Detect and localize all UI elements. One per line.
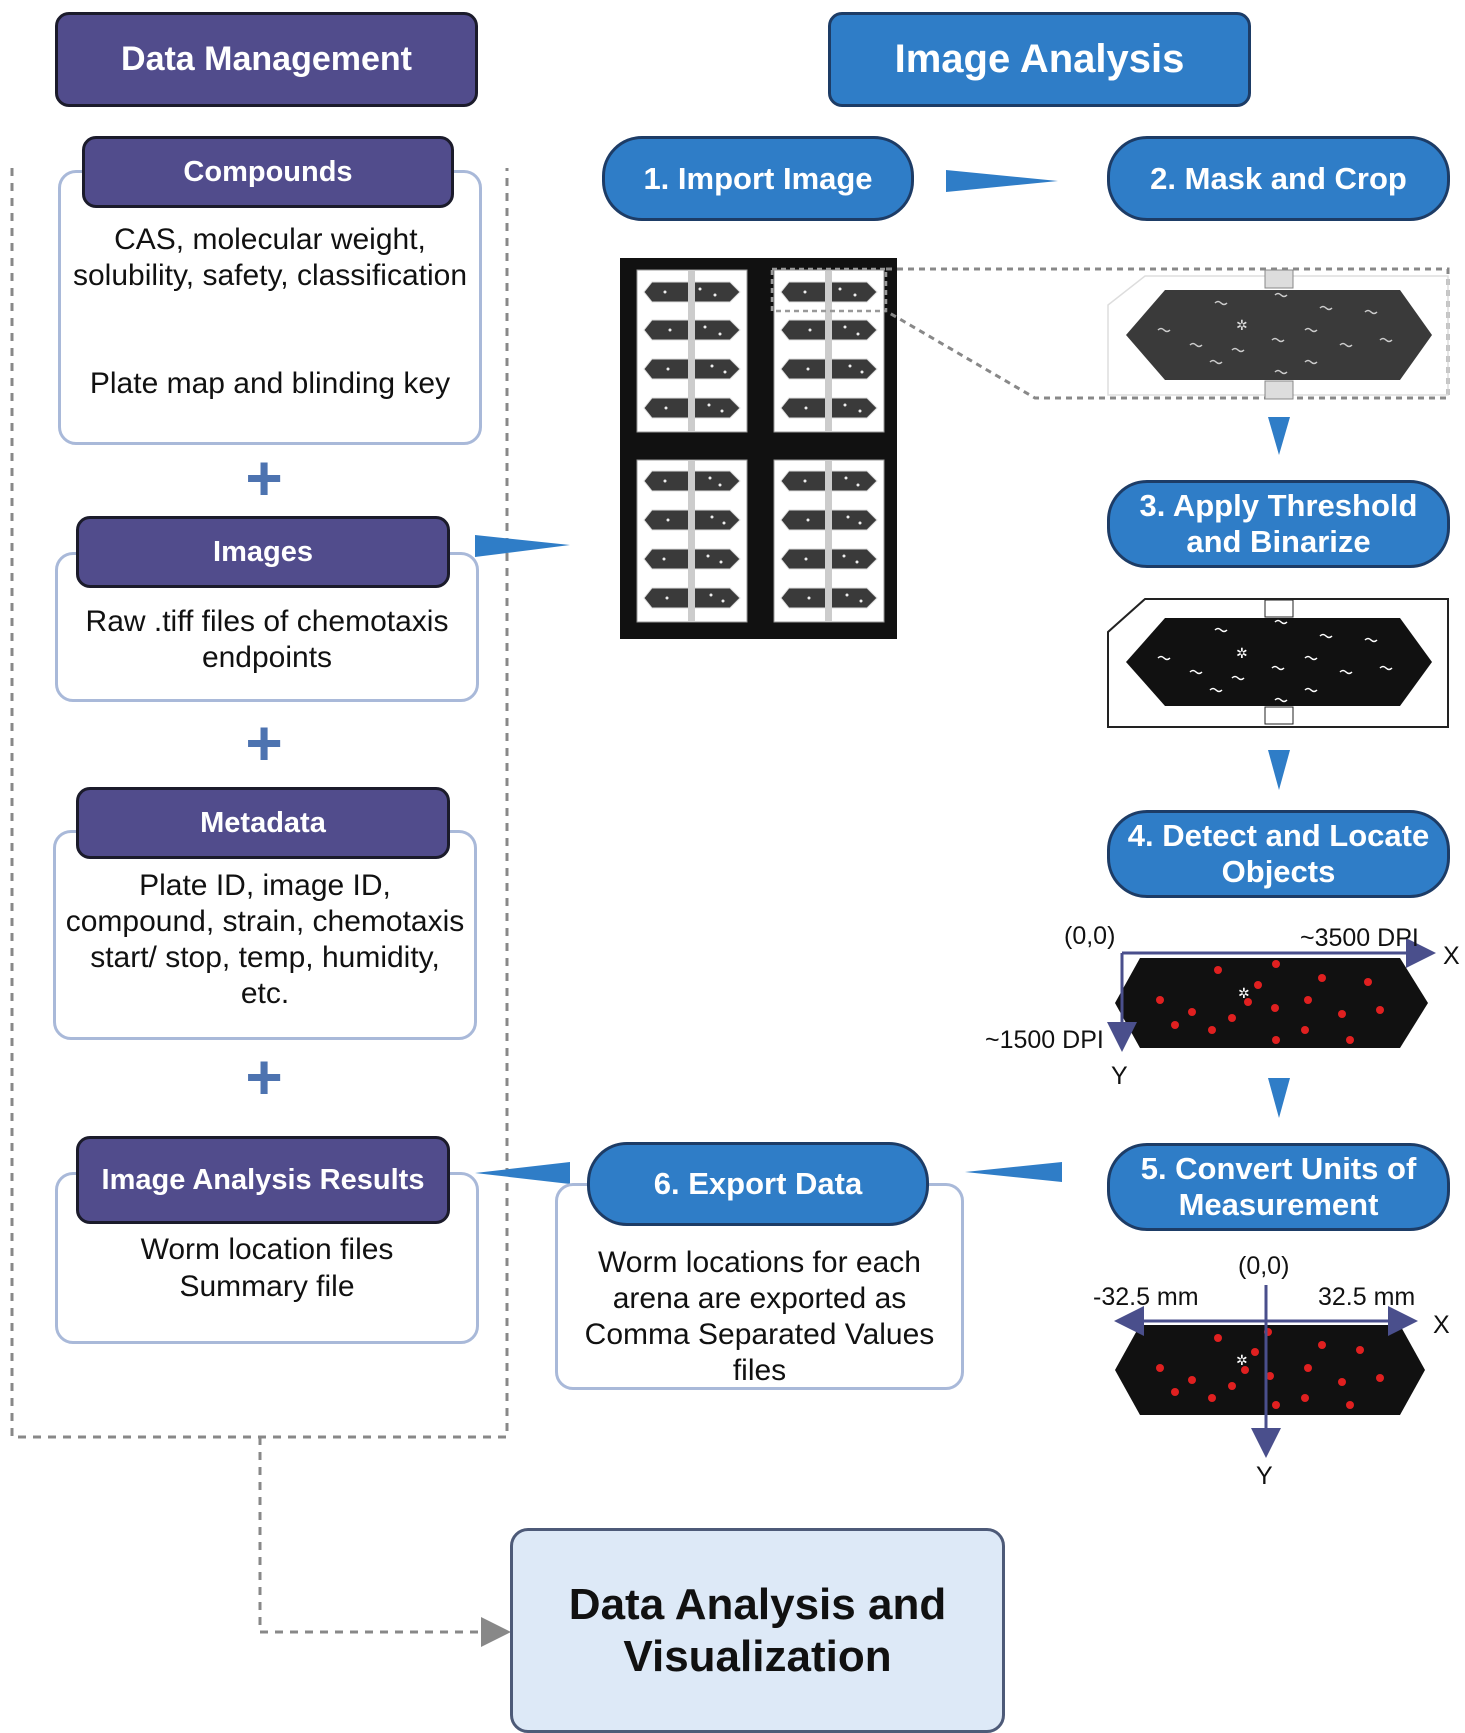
detected-objects-image: ✲ <box>1107 938 1436 1052</box>
data-management-header: Data Management <box>55 12 478 107</box>
down-arrow-2 <box>1268 750 1290 790</box>
svg-text:✲: ✲ <box>1236 1353 1248 1369</box>
import-to-mask-arrow <box>946 170 1058 192</box>
step-threshold: 3. Apply Threshold and Binarize <box>1107 480 1450 568</box>
metadata-title: Metadata <box>76 787 450 859</box>
y-dpi-label: ~1500 DPI <box>985 1026 1104 1054</box>
data-analysis-box: Data Analysis and Visualization <box>510 1528 1005 1733</box>
plus-icon: + <box>245 1041 283 1113</box>
export-text: Worm locations for each arena are export… <box>584 1246 935 1387</box>
images-to-plate-arrow <box>475 535 570 557</box>
results-worm-location-text: Worm location files <box>140 1233 394 1266</box>
svg-text:✲: ✲ <box>1236 646 1248 662</box>
zoom-connector <box>885 267 1450 400</box>
compounds-title: Compounds <box>82 136 454 208</box>
neg-mm-label: -32.5 mm <box>1093 1283 1199 1311</box>
plus-icon: + <box>245 707 283 779</box>
converted-units-image: ✲ <box>1114 1285 1425 1458</box>
metadata-text: Plate ID, image ID, compound, strain, ch… <box>65 869 465 1010</box>
pos-mm-label: 32.5 mm <box>1318 1283 1416 1311</box>
step-convert: 5. Convert Units of Measurement <box>1107 1143 1450 1231</box>
step-mask-crop: 2. Mask and Crop <box>1107 136 1450 221</box>
step-detect: 4. Detect and Locate Objects <box>1107 810 1450 898</box>
results-summary-text: Summary file <box>179 1270 355 1303</box>
results-title: Image Analysis Results <box>76 1136 450 1224</box>
down-arrow-3 <box>1268 1078 1290 1118</box>
step-export-data: 6. Export Data <box>587 1142 929 1226</box>
images-title: Images <box>76 516 450 588</box>
plate-image <box>620 258 897 639</box>
x-axis-label-5: X <box>1433 1311 1450 1339</box>
mask-crop-image: ✲ <box>1107 269 1449 400</box>
bracket-to-final-arrow <box>258 1437 511 1647</box>
x-dpi-label: ~3500 DPI <box>1300 924 1419 952</box>
y-axis-label-4: Y <box>1111 1062 1128 1090</box>
compounds-platemap-text: Plate map and blinding key <box>89 367 451 400</box>
svg-text:✲: ✲ <box>1238 986 1250 1002</box>
plus-icon: + <box>245 442 283 514</box>
convert-to-export-arrow <box>965 1162 1062 1182</box>
compounds-properties-text: CAS, molecular weight, solubility, safet… <box>72 223 468 292</box>
export-to-results-arrow <box>475 1162 570 1184</box>
origin-label-5: (0,0) <box>1238 1252 1290 1280</box>
step-import-image: 1. Import Image <box>602 136 914 221</box>
origin-label-4: (0,0) <box>1064 922 1116 950</box>
image-analysis-header: Image Analysis <box>828 12 1251 107</box>
svg-text:✲: ✲ <box>1236 318 1248 334</box>
x-axis-label-4: X <box>1443 942 1460 970</box>
images-text: Raw .tiff files of chemotaxis endpoints <box>85 605 449 674</box>
binarized-image: ✲ <box>1107 598 1449 728</box>
y-axis-label-5: Y <box>1256 1462 1273 1490</box>
compounds-card <box>58 170 482 445</box>
metadata-card <box>53 830 477 1040</box>
down-arrow-1 <box>1268 417 1290 455</box>
